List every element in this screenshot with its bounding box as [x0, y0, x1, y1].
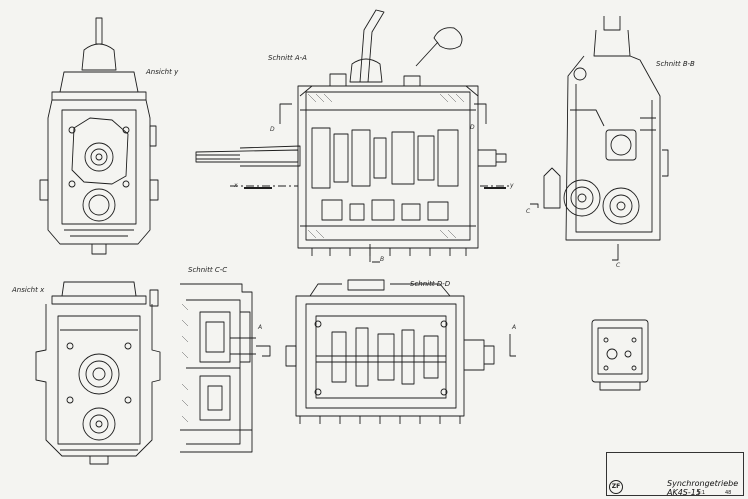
- mark-d-left: D: [270, 126, 275, 133]
- mark-c-left: C: [526, 208, 531, 215]
- drawing-scale: 1:1: [697, 490, 706, 496]
- mark-b: B: [380, 256, 385, 263]
- view-small-detail: [591, 319, 649, 391]
- label-schnitt-aa: Schnitt A-A: [268, 54, 307, 62]
- mark-a-left: A: [258, 324, 263, 331]
- mark-d-right: D: [470, 124, 475, 131]
- drawing-number: 48: [725, 490, 732, 496]
- view-ansicht-y: [39, 17, 159, 255]
- title-block: ZF Synchrongetriebe AK4S-15 1:1 48: [606, 452, 744, 497]
- input-shaft: [195, 145, 301, 167]
- view-ansicht-x: [35, 281, 161, 465]
- mark-c-bottom: C: [616, 262, 621, 269]
- label-schnitt-cc: Schnitt C-C: [188, 266, 228, 274]
- mark-a-right: A: [512, 324, 517, 331]
- view-schnitt-cc: [180, 283, 256, 453]
- label-schnitt-dd: Schnitt D-D: [410, 280, 451, 288]
- mark-x: x: [234, 182, 238, 189]
- label-ansicht-x: Ansicht x: [12, 286, 45, 294]
- view-schnitt-bb: [543, 16, 669, 241]
- view-schnitt-aa: [297, 9, 507, 256]
- label-ansicht-y: Ansicht y: [146, 68, 179, 76]
- zf-logo: ZF: [609, 480, 623, 494]
- drawing-title: Synchrongetriebe AK4S-15: [667, 479, 739, 497]
- view-schnitt-dd: [285, 279, 495, 424]
- mark-y: y: [510, 182, 514, 189]
- label-schnitt-bb: Schnitt B-B: [656, 60, 695, 68]
